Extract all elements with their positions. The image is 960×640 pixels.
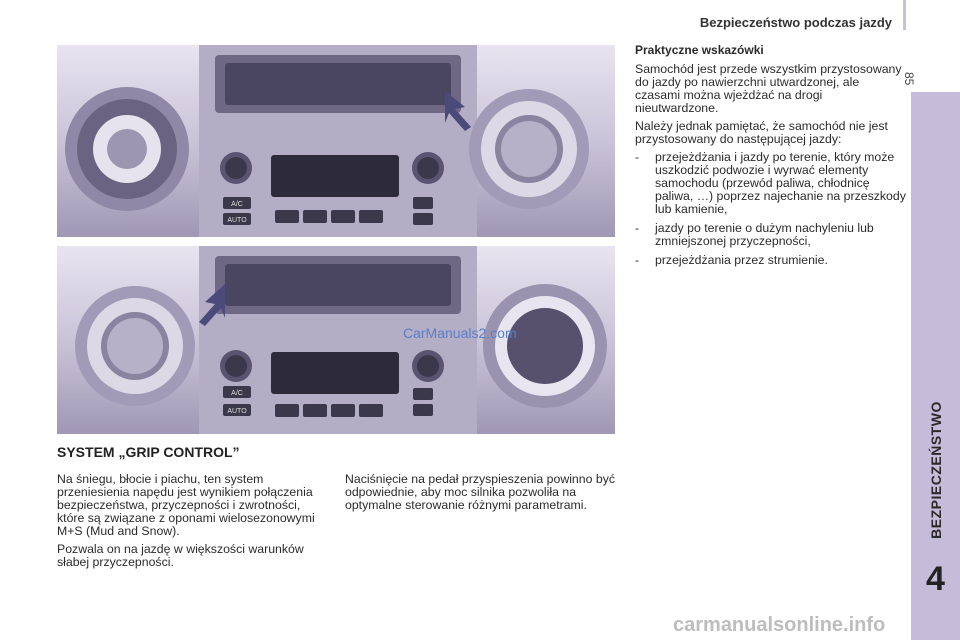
- ac-button-label: A/C: [231, 201, 243, 208]
- middle-paragraph: Naciśnięcie na pedał przyspieszenia powi…: [345, 472, 616, 512]
- left-column: Na śniegu, błocie i piachu, ten system p…: [57, 473, 327, 574]
- chapter-tab-label: BEZPIECZEŃSTWO: [928, 401, 944, 539]
- watermark-carmanualsonline: carmanualsonline.info: [673, 614, 886, 636]
- watermark-carmanuals2: CarManuals2.com: [403, 325, 517, 341]
- tips-list: -przejeżdżania i jazdy po terenie, który…: [635, 151, 907, 267]
- chapter-side-tab: [911, 92, 960, 640]
- tips-heading: Praktyczne wskazówki: [635, 43, 764, 57]
- tips-item-text: jazdy po terenie o dużym nachyleniu lub …: [655, 221, 874, 248]
- left-paragraph-1: Na śniegu, błocie i piachu, ten system p…: [57, 472, 315, 538]
- dashboard-photo-top: A/C AUTO: [57, 45, 615, 237]
- tips-column: Praktyczne wskazówki Samochód jest przed…: [635, 44, 907, 273]
- chapter-number: 4: [926, 560, 945, 598]
- tips-item-text: przejeżdżania przez strumienie.: [655, 253, 828, 267]
- tips-paragraph-2: Należy jednak pamiętać, że samochód nie …: [635, 119, 888, 146]
- header-divider: [903, 0, 906, 30]
- auto-button-label-2: AUTO: [227, 408, 247, 415]
- ac-button-label-2: A/C: [231, 390, 243, 397]
- header-title: Bezpieczeństwo podczas jazdy: [699, 15, 892, 30]
- middle-column: Naciśnięcie na pedał przyspieszenia powi…: [345, 473, 615, 517]
- tips-list-item: -przejeżdżania przez strumienie.: [635, 253, 828, 267]
- tips-list-item: -przejeżdżania i jazdy po terenie, który…: [635, 150, 906, 216]
- dashboard-photo-bottom: A/C AUTO: [57, 246, 615, 434]
- left-paragraph-2: Pozwala on na jazdę w większości warunkó…: [57, 542, 304, 569]
- tips-list-item: -jazdy po terenie o dużym nachyleniu lub…: [635, 221, 874, 248]
- tips-item-text: przejeżdżania i jazdy po terenie, który …: [655, 150, 906, 216]
- tips-paragraph-1: Samochód jest przede wszystkim przystoso…: [635, 62, 902, 115]
- auto-button-label: AUTO: [227, 217, 247, 224]
- section-heading: SYSTEM „GRIP CONTROL”: [57, 444, 240, 460]
